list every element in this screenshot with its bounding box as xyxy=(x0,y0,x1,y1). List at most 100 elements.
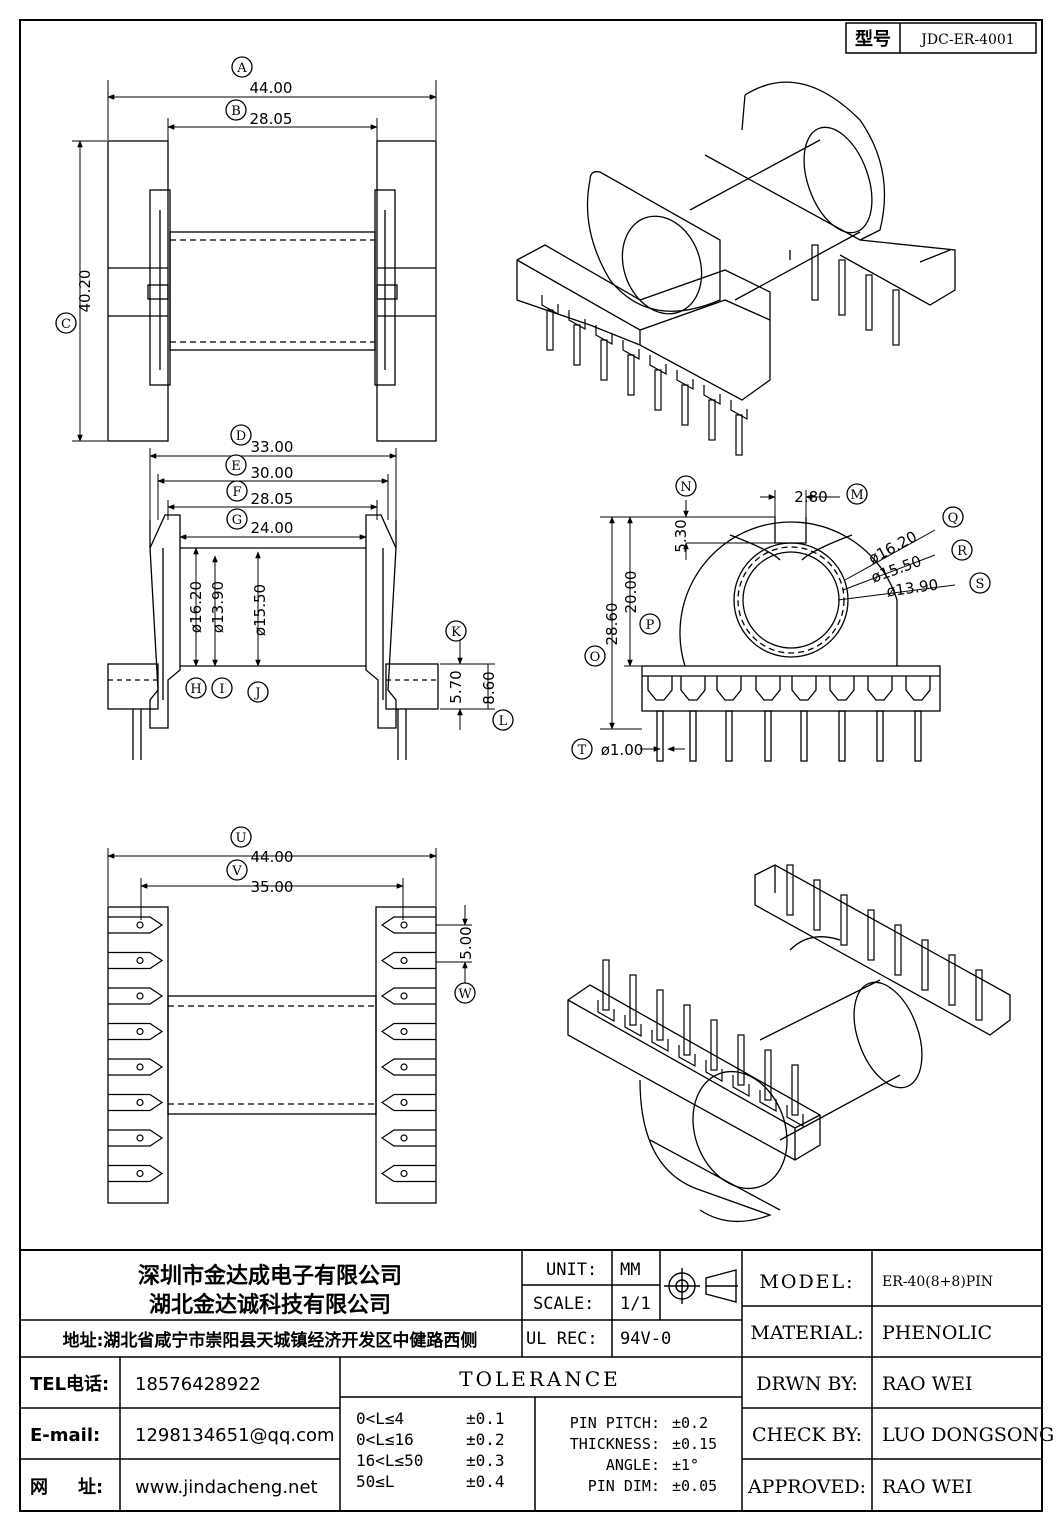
dim-letter-l: L xyxy=(499,714,508,729)
end-view-pin-slot xyxy=(791,676,817,701)
iso-top-slot xyxy=(676,370,694,391)
tolerance-value: ±0.2 xyxy=(466,1430,505,1449)
dim-value-w: 5.00 xyxy=(457,926,475,959)
dim-letter-e: E xyxy=(231,459,241,474)
iso-bottom-pin-back xyxy=(840,894,848,946)
model-label: MODEL: xyxy=(759,1271,854,1293)
dim-bubble-f xyxy=(226,480,248,502)
bottom-slot-left xyxy=(108,1093,164,1112)
end-view-dimensions xyxy=(600,490,956,752)
dim-value-n: 5.30 xyxy=(672,519,690,552)
dim-bubble-e xyxy=(225,454,247,476)
spec-rows: PIN PITCH:±0.2THICKNESS:±0.15ANGLE:±1°PI… xyxy=(570,1414,717,1495)
unit-label: UNIT: xyxy=(546,1260,597,1280)
bottom-pin-hole-left xyxy=(136,1169,144,1178)
dim-letter-m: M xyxy=(850,488,863,503)
scale-label: SCALE: xyxy=(533,1294,594,1314)
dim-value-l: 8.60 xyxy=(480,671,498,704)
iso-top-pin-front xyxy=(681,384,689,426)
approved-label: APPROVED: xyxy=(747,1476,866,1498)
material-label: MATERIAL: xyxy=(750,1322,863,1344)
isometric-view-top xyxy=(516,81,956,401)
end-view-pin-slot xyxy=(867,676,893,701)
model-number-box: 型号 JDC-ER-4001 xyxy=(845,22,1037,54)
dim-bubble-l xyxy=(492,709,514,731)
dim-value-v: 35.00 xyxy=(251,878,294,896)
iso-top-pin-front xyxy=(600,339,608,381)
spec-label: PIN PITCH: xyxy=(570,1414,660,1432)
bottom-pin-hole-right xyxy=(400,1098,408,1107)
iso-top-pin-front xyxy=(573,324,581,366)
end-view-pin-slot xyxy=(716,676,742,701)
dim-value-a: 44.00 xyxy=(250,79,293,97)
iso-bottom-slot xyxy=(705,1060,723,1083)
dim-letter-k: K xyxy=(451,625,461,640)
dim-value-t: ø1.00 xyxy=(601,741,644,759)
dim-letter-p: P xyxy=(646,618,655,633)
iso-bottom-pin-back xyxy=(948,954,956,1006)
dim-bubble-n xyxy=(675,475,697,497)
dim-bubble-h xyxy=(185,677,207,699)
front-view xyxy=(107,140,437,442)
dim-value-u: 44.00 xyxy=(251,848,294,866)
end-view-pin-slot xyxy=(680,676,706,701)
iso-top-slot xyxy=(541,295,559,316)
company-address: 地址:湖北省咸宁市崇阳县天城镇经济开发区中健路西侧 xyxy=(63,1330,478,1351)
end-view-pin xyxy=(914,710,922,762)
iso-bottom-pin-front xyxy=(602,959,610,1011)
iso-bottom-pin-back xyxy=(894,924,902,976)
drawn-value: RAO WEI xyxy=(882,1373,973,1395)
end-view-pin xyxy=(876,710,884,762)
bottom-slot-right xyxy=(380,1164,436,1183)
title-block xyxy=(20,1249,1042,1511)
dim-bubble-w xyxy=(454,982,476,1004)
end-view-pin-slot xyxy=(647,676,673,701)
bottom-pin-hole-right xyxy=(400,1063,408,1071)
bottom-view-slots xyxy=(108,916,436,1183)
dim-value-g: 24.00 xyxy=(251,519,294,537)
end-view-pin xyxy=(656,710,664,762)
company-name-1: 深圳市金达成电子有限公司 xyxy=(138,1263,402,1289)
dim-letter-f: F xyxy=(232,485,241,500)
dim-letter-q: Q xyxy=(948,511,959,526)
iso-bottom-pin-front xyxy=(629,974,637,1026)
tolerance-value: ±0.3 xyxy=(466,1451,505,1470)
dim-letter-s: S xyxy=(976,577,985,592)
dim-bubble-t xyxy=(571,738,593,760)
iso-bottom-pin-back xyxy=(867,909,875,961)
tolerance-range: 0<L≤16 xyxy=(356,1430,414,1449)
side-view-dimensions xyxy=(149,448,495,730)
dim-value-e: 30.00 xyxy=(251,464,294,482)
ulrec-value: 94V-0 xyxy=(620,1329,671,1349)
check-value: LUO DONGSONG xyxy=(882,1424,1054,1446)
iso-bottom-pin-front xyxy=(791,1064,799,1116)
end-view-pin xyxy=(725,710,733,762)
end-view xyxy=(641,517,941,712)
dim-bubble-d xyxy=(230,424,252,446)
iso-top-slot xyxy=(595,325,613,346)
end-view-pins xyxy=(647,676,931,762)
check-label: CHECK BY: xyxy=(752,1424,862,1446)
iso-bottom-pin-front xyxy=(737,1034,745,1086)
tolerance-value: ±0.4 xyxy=(466,1472,505,1491)
bottom-pin-hole-left xyxy=(136,921,144,929)
iso-top-slot xyxy=(730,400,748,421)
dim-value-m: 2.80 xyxy=(794,488,827,506)
bottom-pin-hole-right xyxy=(400,1169,408,1178)
projection-symbol-icon xyxy=(664,1268,738,1304)
material-value: PHENOLIC xyxy=(882,1322,992,1344)
tolerance-rows: 0<L≤4±0.10<L≤16±0.216<L≤50±0.350≤L±0.4 xyxy=(356,1409,505,1491)
bottom-view-dimensions xyxy=(107,848,472,985)
dim-bubble-u xyxy=(230,826,252,848)
email-value: 1298134651@qq.com xyxy=(135,1425,335,1446)
tolerance-title: TOLERANCE xyxy=(459,1367,621,1391)
bottom-pin-hole-left xyxy=(136,956,144,965)
dim-value-f: 28.05 xyxy=(251,490,294,508)
dim-value-p: 20.00 xyxy=(622,571,640,614)
dim-letter-o: O xyxy=(590,650,601,665)
iso-top-slot xyxy=(703,385,721,406)
iso-top-pin-back xyxy=(865,274,873,331)
bottom-slot-right xyxy=(380,1093,436,1112)
